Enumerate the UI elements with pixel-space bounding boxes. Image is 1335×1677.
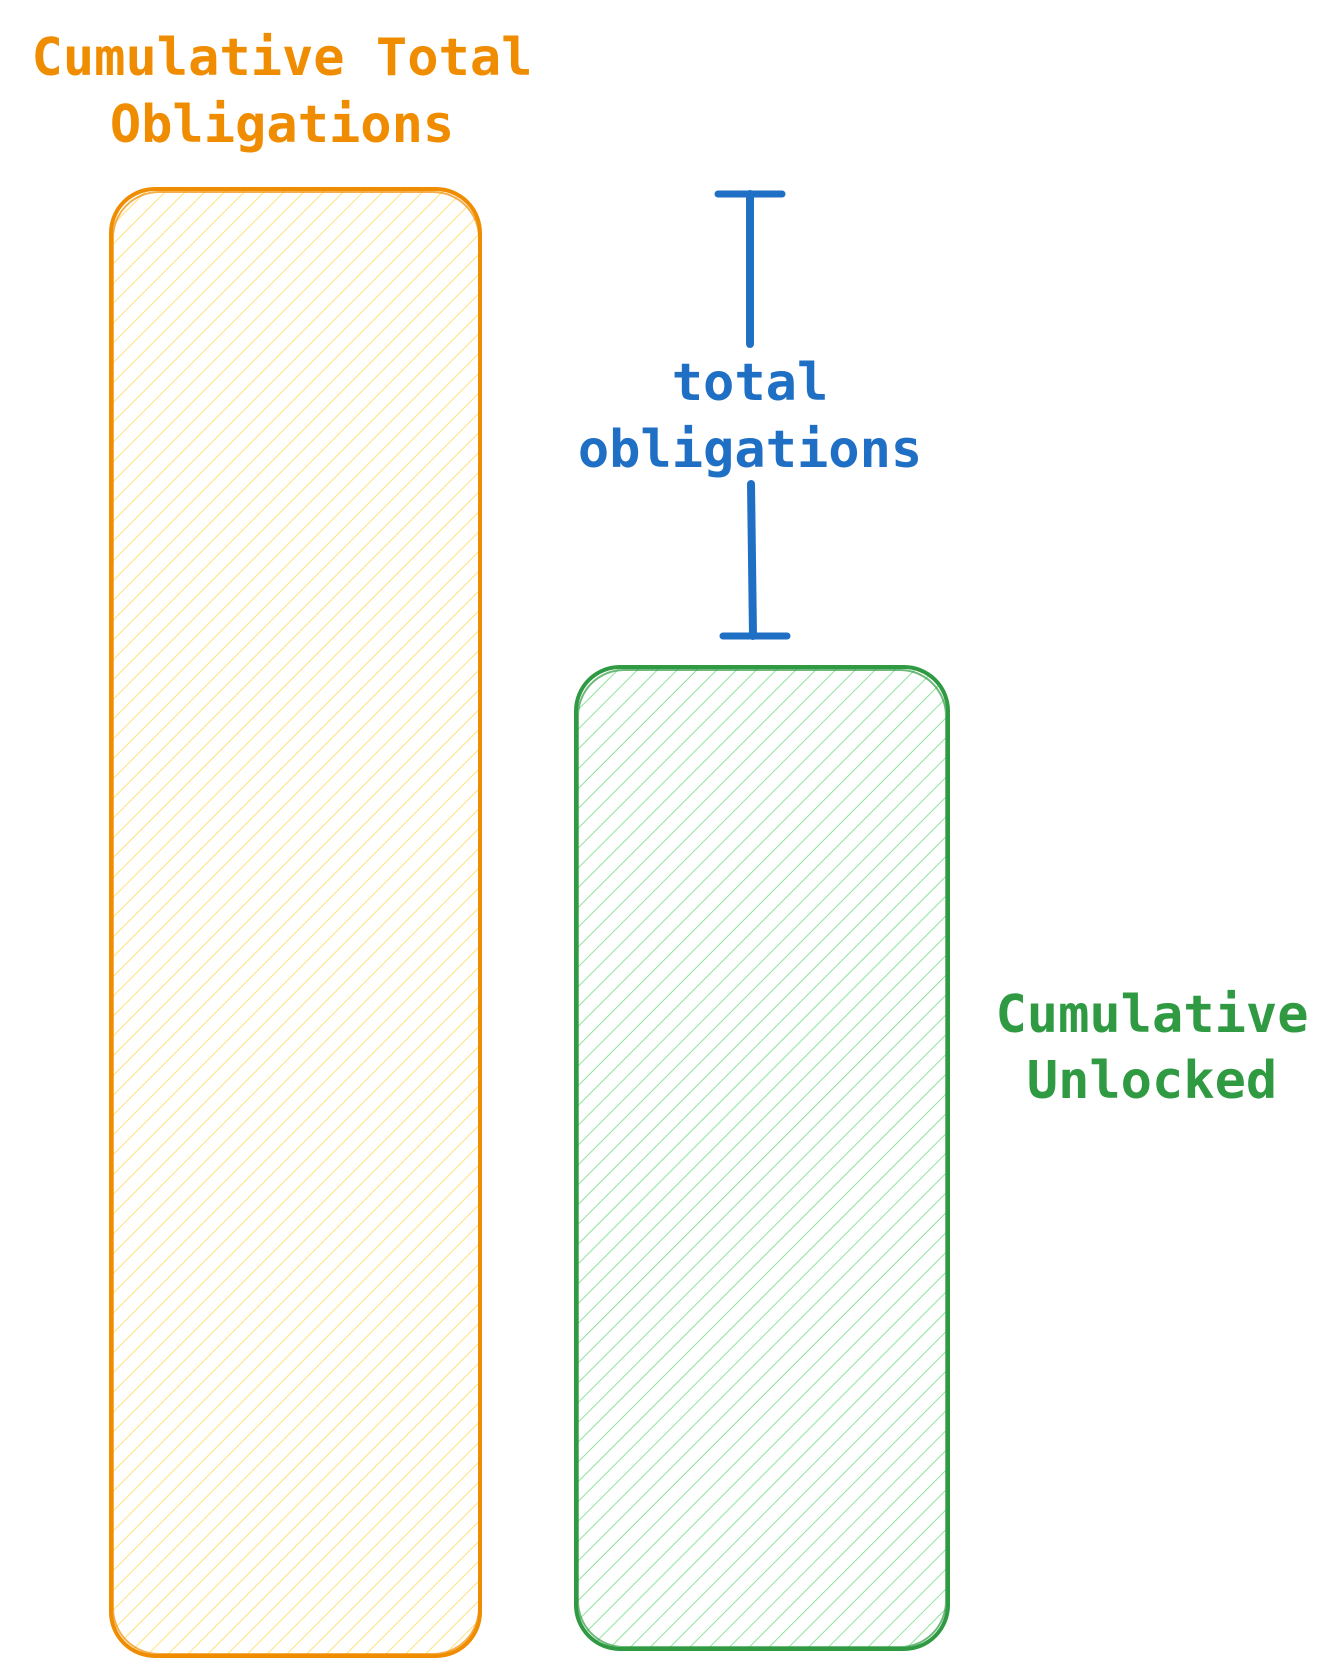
gap-marker-label-line1: total	[672, 353, 829, 413]
gap-marker-label-line2: obligations	[578, 420, 922, 480]
gap-marker	[714, 190, 791, 640]
gap-marker-lower-stem	[747, 480, 757, 640]
left-bar-label-line1: Cumulative Total	[32, 28, 533, 88]
right-bar-label-line1: Cumulative	[995, 985, 1308, 1045]
cumulative-unlocked-bar	[574, 665, 950, 1651]
right-bar-label-line2: Unlocked	[1027, 1051, 1277, 1111]
cumulative-total-obligations-bar	[109, 187, 482, 1658]
left-bar-label-line2: Obligations	[110, 95, 454, 155]
